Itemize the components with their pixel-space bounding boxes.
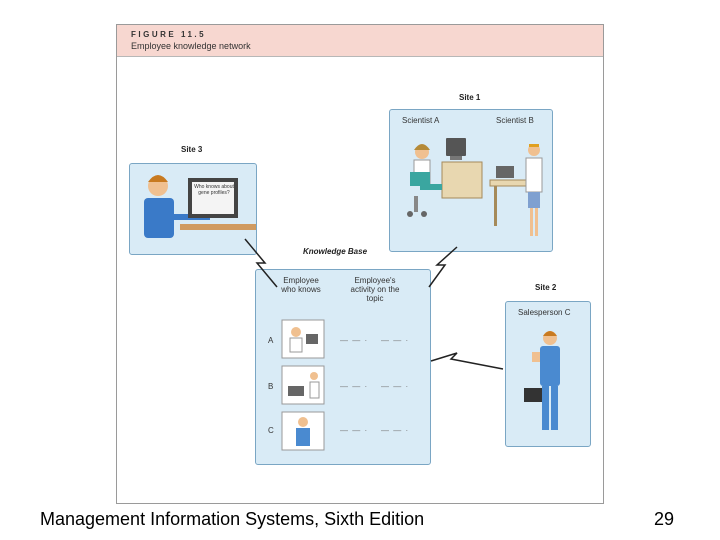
footer-book-title: Management Information Systems, Sixth Ed… <box>40 509 425 529</box>
figure-frame: FIGURE 11.5 Employee knowledge network S… <box>116 24 604 504</box>
scientist-b-label: Scientist B <box>496 116 534 125</box>
site1-scene-illustration <box>407 138 543 236</box>
site3-screen-text: Who knows about gene profiles? <box>194 184 234 196</box>
figure-title: Employee knowledge network <box>131 41 251 51</box>
kb-employee-thumbnails <box>281 319 325 451</box>
salesperson-c-label: Salesperson C <box>518 308 571 317</box>
scientist-a-label: Scientist A <box>402 116 440 125</box>
site2-panel: Salesperson C <box>505 301 591 447</box>
site1-panel: Scientist A Scientist B <box>389 109 553 252</box>
figure-header: FIGURE 11.5 Employee knowledge network <box>117 25 603 57</box>
kb-col-activity-header: Employee's activity on the topic <box>350 276 400 303</box>
site2-scene-illustration <box>524 331 560 430</box>
kb-row-c-letter: C <box>268 426 274 435</box>
figure-label: FIGURE 11.5 <box>131 30 207 39</box>
kb-row-a-activity: — — · — — · <box>340 336 410 345</box>
kb-col-employee-header: Employee who knows <box>281 276 321 294</box>
knowledge-base-panel: Employee who knows Employee's activity o… <box>255 269 431 465</box>
site3-scene-illustration <box>144 175 256 238</box>
kb-row-b-activity: — — · — — · <box>340 382 410 391</box>
connection-kb-site1 <box>428 246 458 288</box>
site1-label: Site 1 <box>459 93 481 102</box>
kb-row-c-activity: — — · — — · <box>340 426 410 435</box>
site3-label: Site 3 <box>181 145 203 154</box>
site3-panel: Who knows about gene profiles? <box>129 163 257 255</box>
site2-label: Site 2 <box>535 283 557 292</box>
knowledge-base-title: Knowledge Base <box>303 247 368 256</box>
kb-row-a-letter: A <box>268 336 274 345</box>
connection-kb-site2 <box>430 352 504 370</box>
kb-row-b-letter: B <box>268 382 274 391</box>
footer-page-number: 29 <box>654 509 675 529</box>
